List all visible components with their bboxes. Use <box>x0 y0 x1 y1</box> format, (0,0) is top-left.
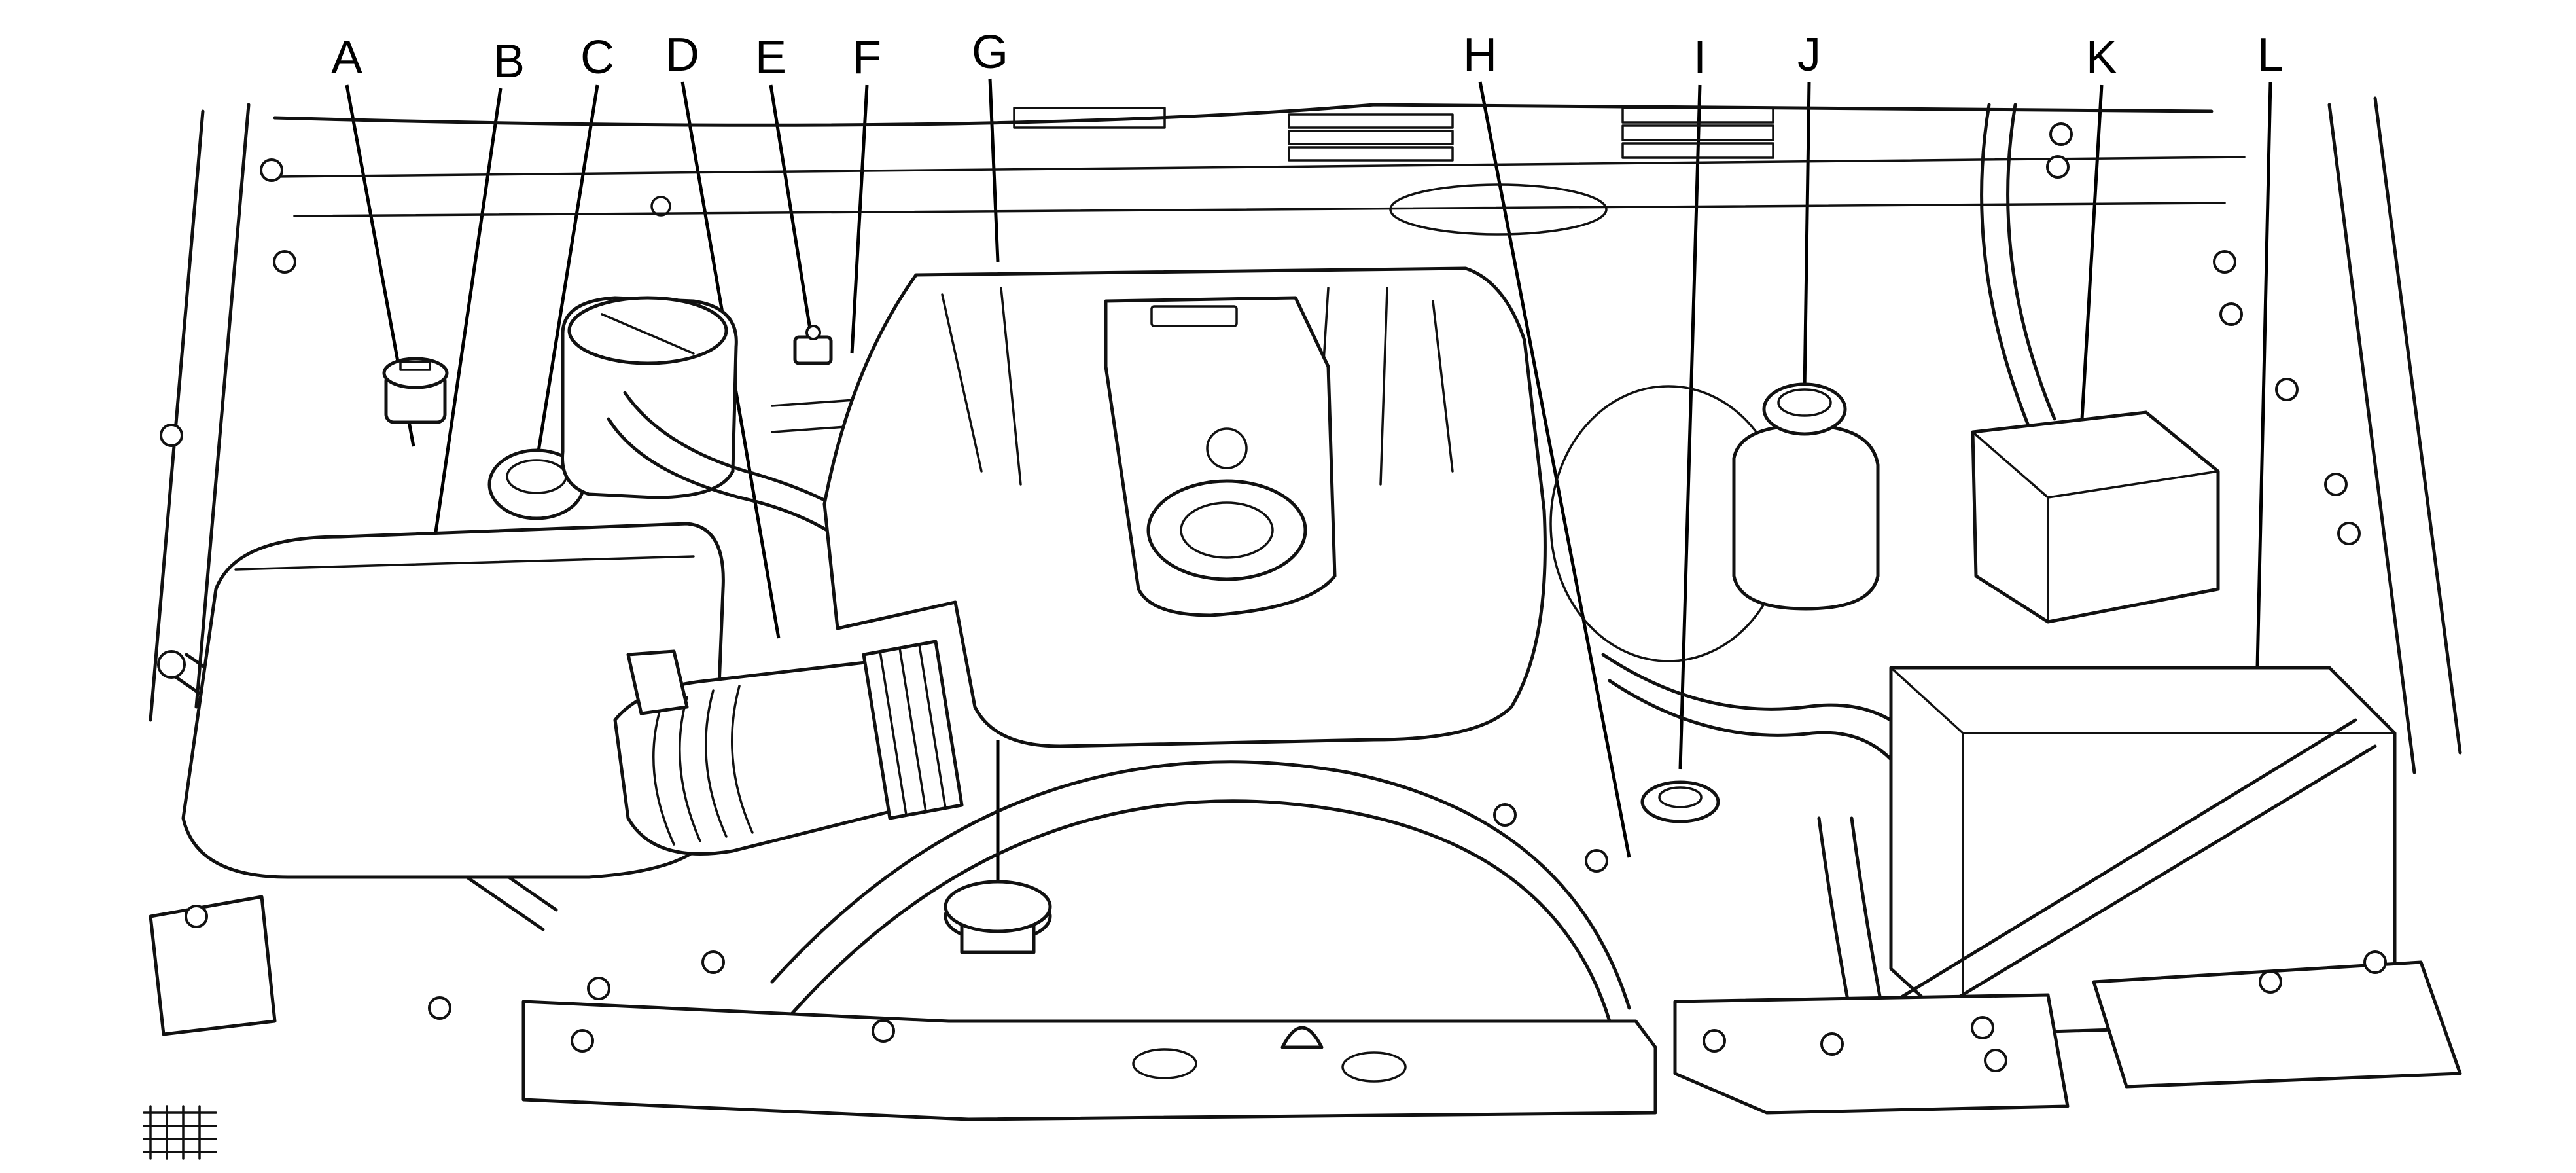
air-cleaner-housing <box>561 296 738 499</box>
underhood-fuse-block <box>1971 410 2220 624</box>
callout-label-E: E <box>755 31 786 84</box>
callout-label-F: F <box>853 31 881 84</box>
cowl-vents-left <box>1013 107 1454 162</box>
callout-label-C: C <box>580 31 614 84</box>
right-strut-brace <box>1817 718 2357 1049</box>
fluid-reservoir-J <box>1732 382 1880 611</box>
grille-mesh <box>143 1105 217 1160</box>
leader-E <box>769 84 813 338</box>
fan-shroud <box>770 760 1631 1010</box>
air-cleaner-hose <box>607 417 839 539</box>
cowl-opening <box>1389 183 1608 236</box>
brake-fluid-reservoir <box>382 357 449 424</box>
leader-I <box>1678 84 1702 770</box>
washer-fluid-cap <box>1640 780 1720 823</box>
leader-B <box>431 88 503 550</box>
leader-H <box>1478 81 1631 858</box>
sensor-connector <box>793 325 833 365</box>
left-fender-edge <box>149 109 205 722</box>
leader-lines <box>345 78 2272 890</box>
leader-J <box>1803 81 1811 390</box>
callout-label-H: H <box>1463 29 1497 81</box>
callout-label-I: I <box>1693 31 1706 84</box>
leader-C <box>533 84 599 472</box>
leader-K <box>2080 84 2104 420</box>
coolant-surge-tank <box>181 522 725 879</box>
callout-label-K: K <box>2086 31 2117 84</box>
leader-F <box>850 84 869 354</box>
callout-label-J: J <box>1797 29 1821 81</box>
callout-label-G: G <box>972 26 1008 79</box>
right-fender-edge <box>2327 103 2416 774</box>
callout-label-L: L <box>2257 29 2284 81</box>
radiator-support <box>149 895 2462 1121</box>
cowl-vents-right <box>1621 107 1774 159</box>
air-intake-duct <box>613 640 964 856</box>
callout-labels: A B C D E F G H I J K L <box>331 26 2284 88</box>
cowl-panel <box>273 103 2214 127</box>
callout-label-A: A <box>331 31 362 84</box>
engine-oil-fill-cap <box>944 880 1052 954</box>
callout-label-D: D <box>665 29 699 81</box>
engine-line-art <box>143 96 2462 1160</box>
bolts <box>160 122 2387 1072</box>
leader-L <box>2255 81 2272 668</box>
engine-cover <box>822 266 1547 748</box>
callout-label-B: B <box>493 35 525 88</box>
